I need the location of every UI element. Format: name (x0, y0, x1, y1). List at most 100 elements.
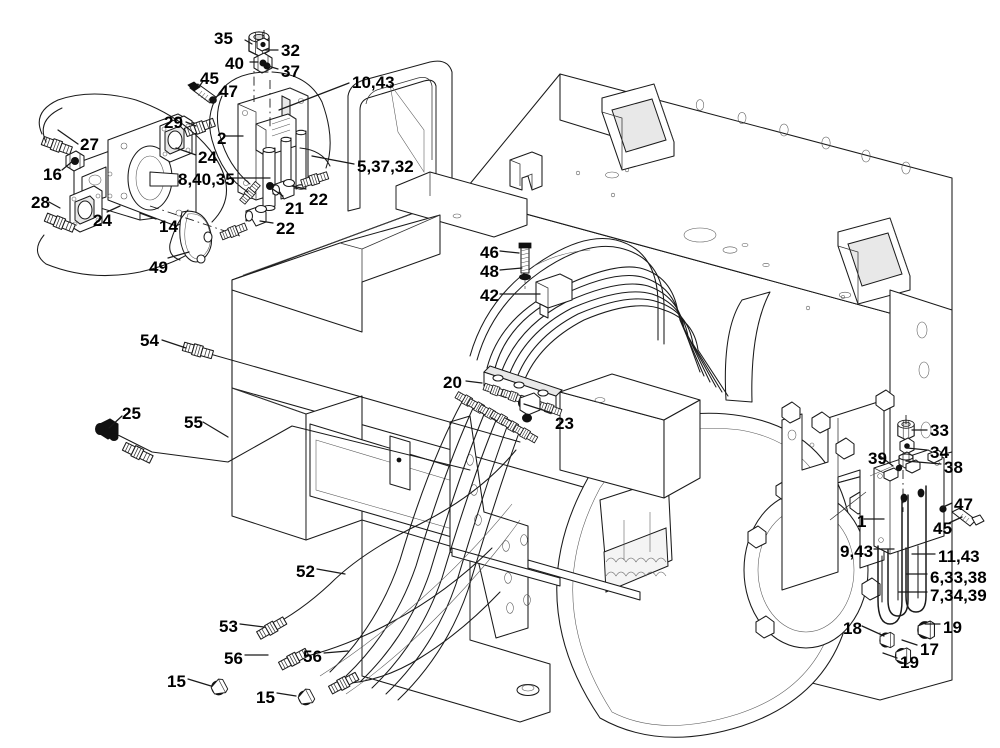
leader-55 (202, 421, 229, 438)
leader-47 (940, 502, 953, 509)
callout-2: 2 (217, 129, 227, 148)
callout-39: 39 (868, 449, 887, 468)
leader-45 (948, 516, 963, 524)
callout-46: 46 (480, 243, 499, 262)
callout-35: 35 (214, 29, 233, 48)
leader-24 (106, 205, 121, 213)
callout-53: 53 (219, 617, 238, 636)
hose-fitting-row-20 (329, 390, 539, 701)
callout-23: 23 (555, 414, 574, 433)
callout-38: 38 (944, 458, 963, 477)
leader-56 (323, 650, 349, 654)
leader-5-37-32 (311, 155, 355, 165)
machine-chassis (231, 60, 953, 738)
callout-56: 56 (224, 649, 243, 668)
leader-34 (906, 447, 928, 451)
leader-52 (316, 568, 346, 575)
callout-49: 49 (149, 258, 168, 277)
leader-14 (139, 212, 157, 220)
callout-19: 19 (943, 618, 962, 637)
callout-56: 56 (303, 647, 322, 666)
hydraulic-pump-assembly (36, 93, 241, 277)
valve-bank-assembly (187, 30, 331, 242)
leader-17 (901, 639, 918, 646)
top-fasteners (248, 30, 273, 102)
leader-28 (48, 201, 61, 209)
leader-16 (61, 159, 75, 171)
callout-52: 52 (296, 562, 315, 581)
callout-47: 47 (219, 82, 238, 101)
right-bracket-assembly (829, 412, 985, 665)
leader-25 (108, 415, 123, 429)
callout-19: 19 (900, 653, 919, 672)
leader-23 (523, 403, 553, 414)
leader-19 (882, 652, 898, 659)
callout-24: 24 (93, 211, 112, 230)
elbow-22b (244, 204, 268, 227)
leader-18 (861, 625, 885, 637)
callout-40: 40 (225, 54, 244, 73)
callout-10-43: 10,43 (352, 73, 395, 92)
bolt-45-47-right (939, 505, 985, 527)
callout-37: 37 (281, 62, 300, 81)
callout-42: 42 (480, 286, 499, 305)
hose-clamp-block (535, 273, 573, 319)
leader-46 (499, 250, 520, 254)
callout-54: 54 (140, 331, 159, 350)
leader-15 (187, 678, 212, 687)
callout-1: 1 (857, 512, 867, 531)
callout-20: 20 (443, 373, 462, 392)
leader-45 (198, 80, 204, 88)
leader-27 (57, 129, 79, 145)
callout-45: 45 (200, 69, 219, 88)
callout-5-37-32: 5,37,32 (357, 157, 414, 176)
leader-38 (905, 460, 942, 465)
long-hoses-left (95, 340, 521, 709)
fitting-23 (518, 392, 541, 423)
callout-15: 15 (167, 672, 186, 691)
elbow-22a (271, 178, 296, 200)
leader-20 (465, 380, 483, 384)
callout-22: 22 (276, 219, 295, 238)
callout-28: 28 (31, 193, 50, 212)
callout-55: 55 (184, 413, 203, 432)
leader-48 (499, 267, 523, 271)
leader-21 (270, 187, 284, 197)
nut-16 (65, 150, 85, 172)
bottom-fittings (879, 620, 936, 665)
coupling-49 (179, 210, 213, 264)
callout-7-34-39: 7,34,39 (930, 586, 987, 605)
callout-6-33-38: 6,33,38 (930, 568, 987, 587)
callout-34: 34 (930, 443, 949, 462)
callout-33: 33 (930, 421, 949, 440)
callout-18: 18 (843, 619, 862, 638)
callout-45: 45 (933, 519, 952, 538)
leader-22 (291, 185, 307, 190)
callout-25: 25 (122, 404, 141, 423)
hose-manifold-bar (482, 365, 563, 423)
leader-15 (276, 692, 297, 697)
callout-15: 15 (256, 688, 275, 707)
callout-24: 24 (198, 148, 217, 167)
leader-49 (167, 251, 190, 259)
hose-bundle-deck (469, 237, 729, 423)
callout-11-43: 11,43 (938, 547, 980, 566)
callout-9-43: 9,43 (840, 542, 874, 561)
callout-22: 22 (309, 190, 328, 209)
callout-14: 14 (159, 217, 178, 236)
leader-53 (239, 623, 265, 628)
callout-21: 21 (285, 199, 304, 218)
leader-22 (259, 220, 274, 224)
leader-24 (175, 147, 197, 156)
flange-24-lower (69, 185, 103, 233)
clamp-bolt-46-48 (518, 242, 532, 290)
leader-35 (244, 39, 253, 45)
callout-17: 17 (920, 640, 939, 659)
callout-leader-lines (48, 39, 963, 697)
leader-39 (879, 455, 894, 467)
callout-32: 32 (281, 41, 300, 60)
leader-10-43 (278, 82, 350, 111)
callout-8-40-35: 8,40,35 (178, 170, 235, 189)
